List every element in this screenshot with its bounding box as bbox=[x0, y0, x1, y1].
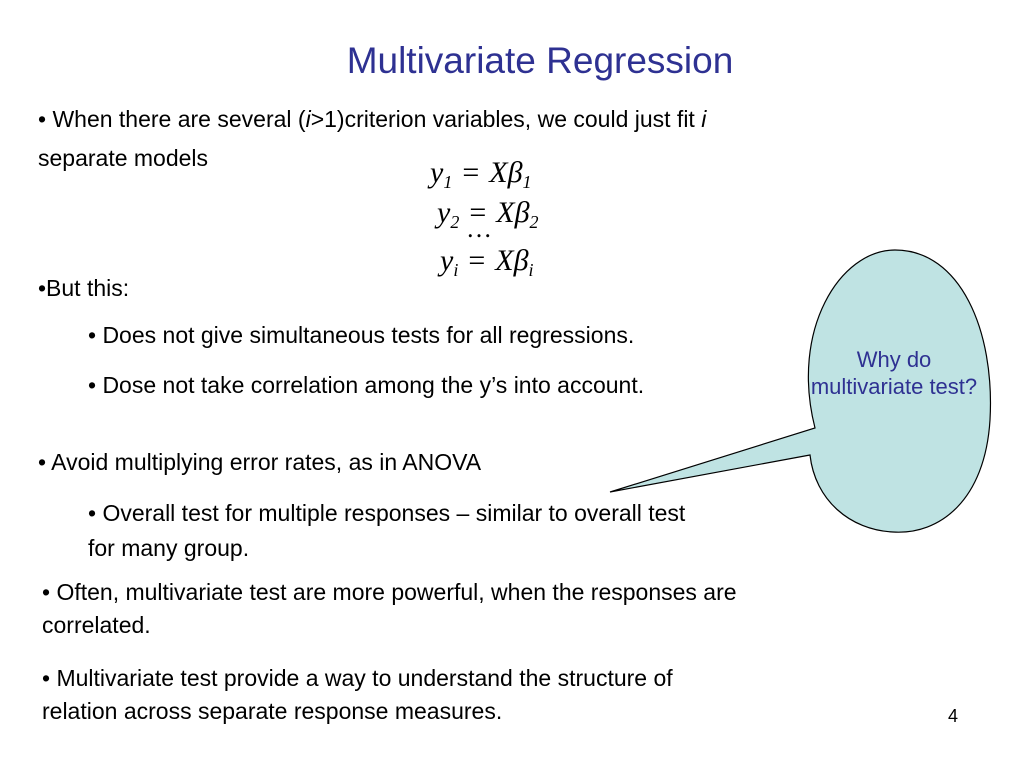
bullet-continuation: separate models bbox=[38, 145, 209, 171]
callout-text: Why do multivariate test? bbox=[810, 347, 978, 399]
bullet-structure-2: relation across separate response measur… bbox=[42, 698, 503, 724]
page-number: 4 bbox=[948, 706, 959, 726]
bullet-often-2: correlated. bbox=[42, 612, 151, 638]
bullet-several-criterion: • When there are several (i>1)criterion … bbox=[38, 102, 706, 136]
slide-title: Multivariate Regression bbox=[346, 40, 734, 81]
variable-i: i bbox=[701, 106, 707, 132]
sub-bullet-simultaneous: • Does not give simultaneous tests for a… bbox=[88, 322, 635, 348]
bullet-text: >1)criterion variables, we could just fi… bbox=[310, 106, 702, 132]
sub-bullet-correlation: • Dose not take correlation among the y’… bbox=[88, 372, 645, 398]
equation-i: yi=Xβi bbox=[440, 244, 534, 280]
equation-2: y2=Xβ2 bbox=[437, 196, 539, 232]
bullet-text: • When there are several ( bbox=[38, 106, 306, 132]
variable-i: i bbox=[305, 106, 311, 132]
bullet-but-this: •But this: bbox=[38, 275, 130, 301]
speech-bubble-shape bbox=[609, 249, 992, 533]
sub-bullet-overall-2: for many group. bbox=[88, 535, 250, 561]
equation-ellipsis: … bbox=[466, 214, 494, 243]
bullet-avoid-error: • Avoid multiplying error rates, as in A… bbox=[38, 449, 482, 475]
bullet-often-1: • Often, multivariate test are more powe… bbox=[42, 579, 737, 605]
equation-1: y1=Xβ1 bbox=[430, 156, 532, 192]
sub-bullet-overall-1: • Overall test for multiple responses – … bbox=[88, 500, 686, 526]
bullet-structure-1: • Multivariate test provide a way to und… bbox=[42, 665, 673, 691]
